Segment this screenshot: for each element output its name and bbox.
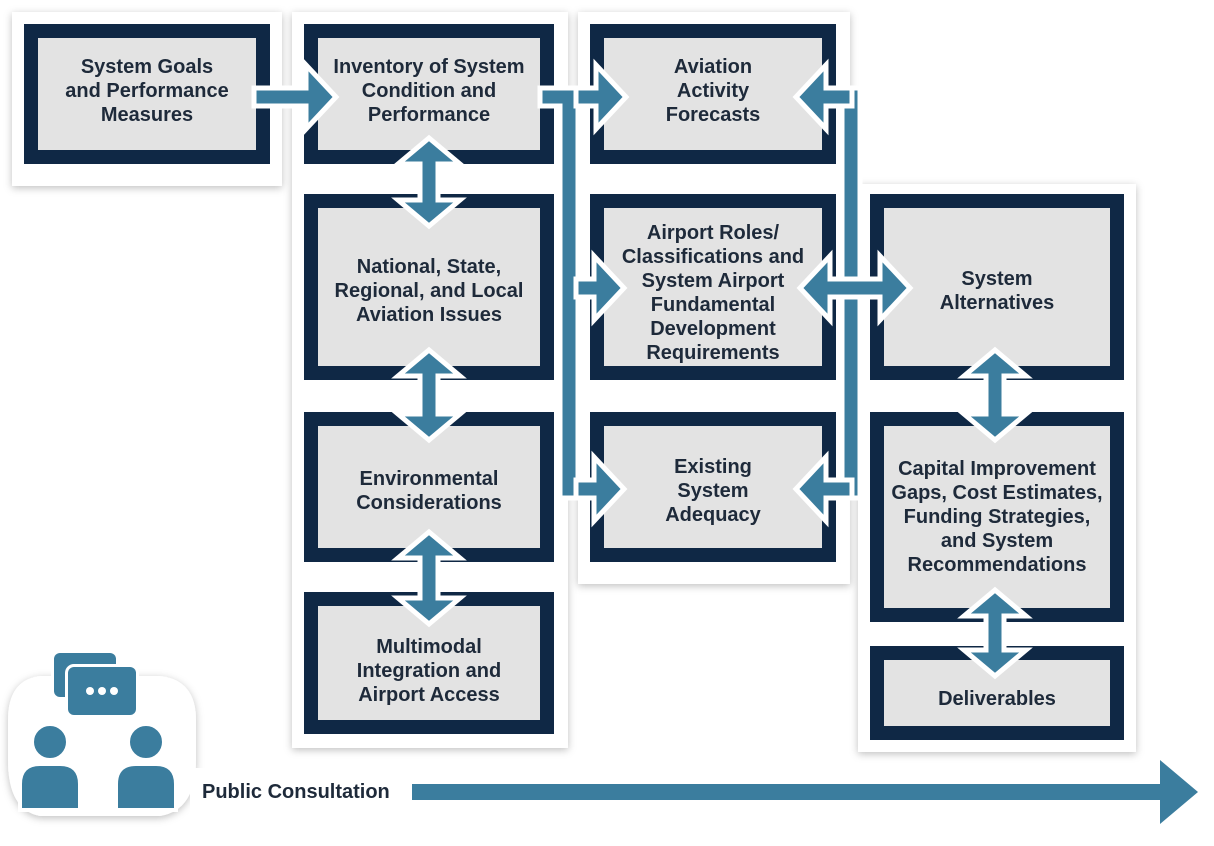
arrow-to-adequacy <box>573 450 628 528</box>
box-label-line: System <box>961 268 1032 290</box>
box-label-line: Measures <box>101 104 193 126</box>
arrow-capital-deliverables <box>957 586 1033 680</box>
box-label-line: Multimodal <box>376 636 482 658</box>
public-consultation-label: Public Consultation <box>202 781 390 803</box>
box-label-line: Inventory of System <box>333 56 524 78</box>
box-label-line: System Airport <box>642 270 785 292</box>
box-label-line: Requirements <box>646 342 779 364</box>
arrow-alternatives-capital <box>957 346 1033 444</box>
box-label-line: Environmental <box>360 468 499 490</box>
box-capital-improvement <box>870 412 1124 622</box>
box-label-line: Existing <box>674 456 752 478</box>
box-label-line: Aviation <box>674 56 752 78</box>
arrow-environmental-multimodal <box>391 528 467 628</box>
box-label-line: Airport Roles/ <box>647 222 780 244</box>
boxes-group <box>24 24 1124 740</box>
public-consultation: Public Consultation <box>8 650 1206 844</box>
box-label-line: Activity <box>677 80 750 102</box>
arrow-to-roles <box>573 249 628 327</box>
box-label-line: Recommendations <box>908 554 1087 576</box>
box-label-line: Classifications and <box>622 246 804 268</box>
box-label-line: Condition and <box>362 80 496 102</box>
box-label-line: Aviation Issues <box>356 304 502 326</box>
box-label-line: and System <box>941 530 1053 552</box>
box-label-line: Considerations <box>356 492 502 514</box>
box-system-alternatives <box>870 194 1124 380</box>
box-label-line: Integration and <box>357 660 501 682</box>
box-label-line: Development <box>650 318 776 340</box>
box-label-line: Deliverables <box>938 688 1056 710</box>
arrow-goals-to-inventory <box>251 58 340 136</box>
box-system-goals <box>24 24 270 164</box>
box-label-deliverables: Deliverables <box>938 688 1056 710</box>
connector-arrows <box>251 58 1033 680</box>
box-label-line: National, State, <box>357 256 501 278</box>
box-label-line: Alternatives <box>940 292 1055 314</box>
arrow-national-environmental <box>391 346 467 444</box>
box-label-line: Funding Strategies, <box>904 506 1091 528</box>
box-label-line: Gaps, Cost Estimates, <box>891 482 1102 504</box>
arrow-back-to-forecasts <box>792 58 855 136</box>
box-label-line: Airport Access <box>358 684 500 706</box>
people-talking-icon <box>8 650 196 816</box>
public-consultation-arrow-shaft <box>412 760 1198 824</box>
box-label-line: Adequacy <box>665 504 761 526</box>
box-label-line: Regional, and Local <box>335 280 524 302</box>
box-label-line: Capital Improvement <box>898 458 1096 480</box>
box-label-line: Forecasts <box>666 104 761 126</box>
arrow-roles-alternatives <box>796 249 914 327</box>
box-label-line: Performance <box>368 104 490 126</box>
arrow-inventory-national <box>391 134 467 230</box>
arrow-to-forecasts <box>573 58 630 136</box>
arrow-back-to-adequacy <box>792 450 855 528</box>
box-label-line: and Performance <box>65 80 228 102</box>
box-label-line: System Goals <box>81 56 213 78</box>
box-label-line: System <box>677 480 748 502</box>
box-label-line: Fundamental <box>651 294 775 316</box>
